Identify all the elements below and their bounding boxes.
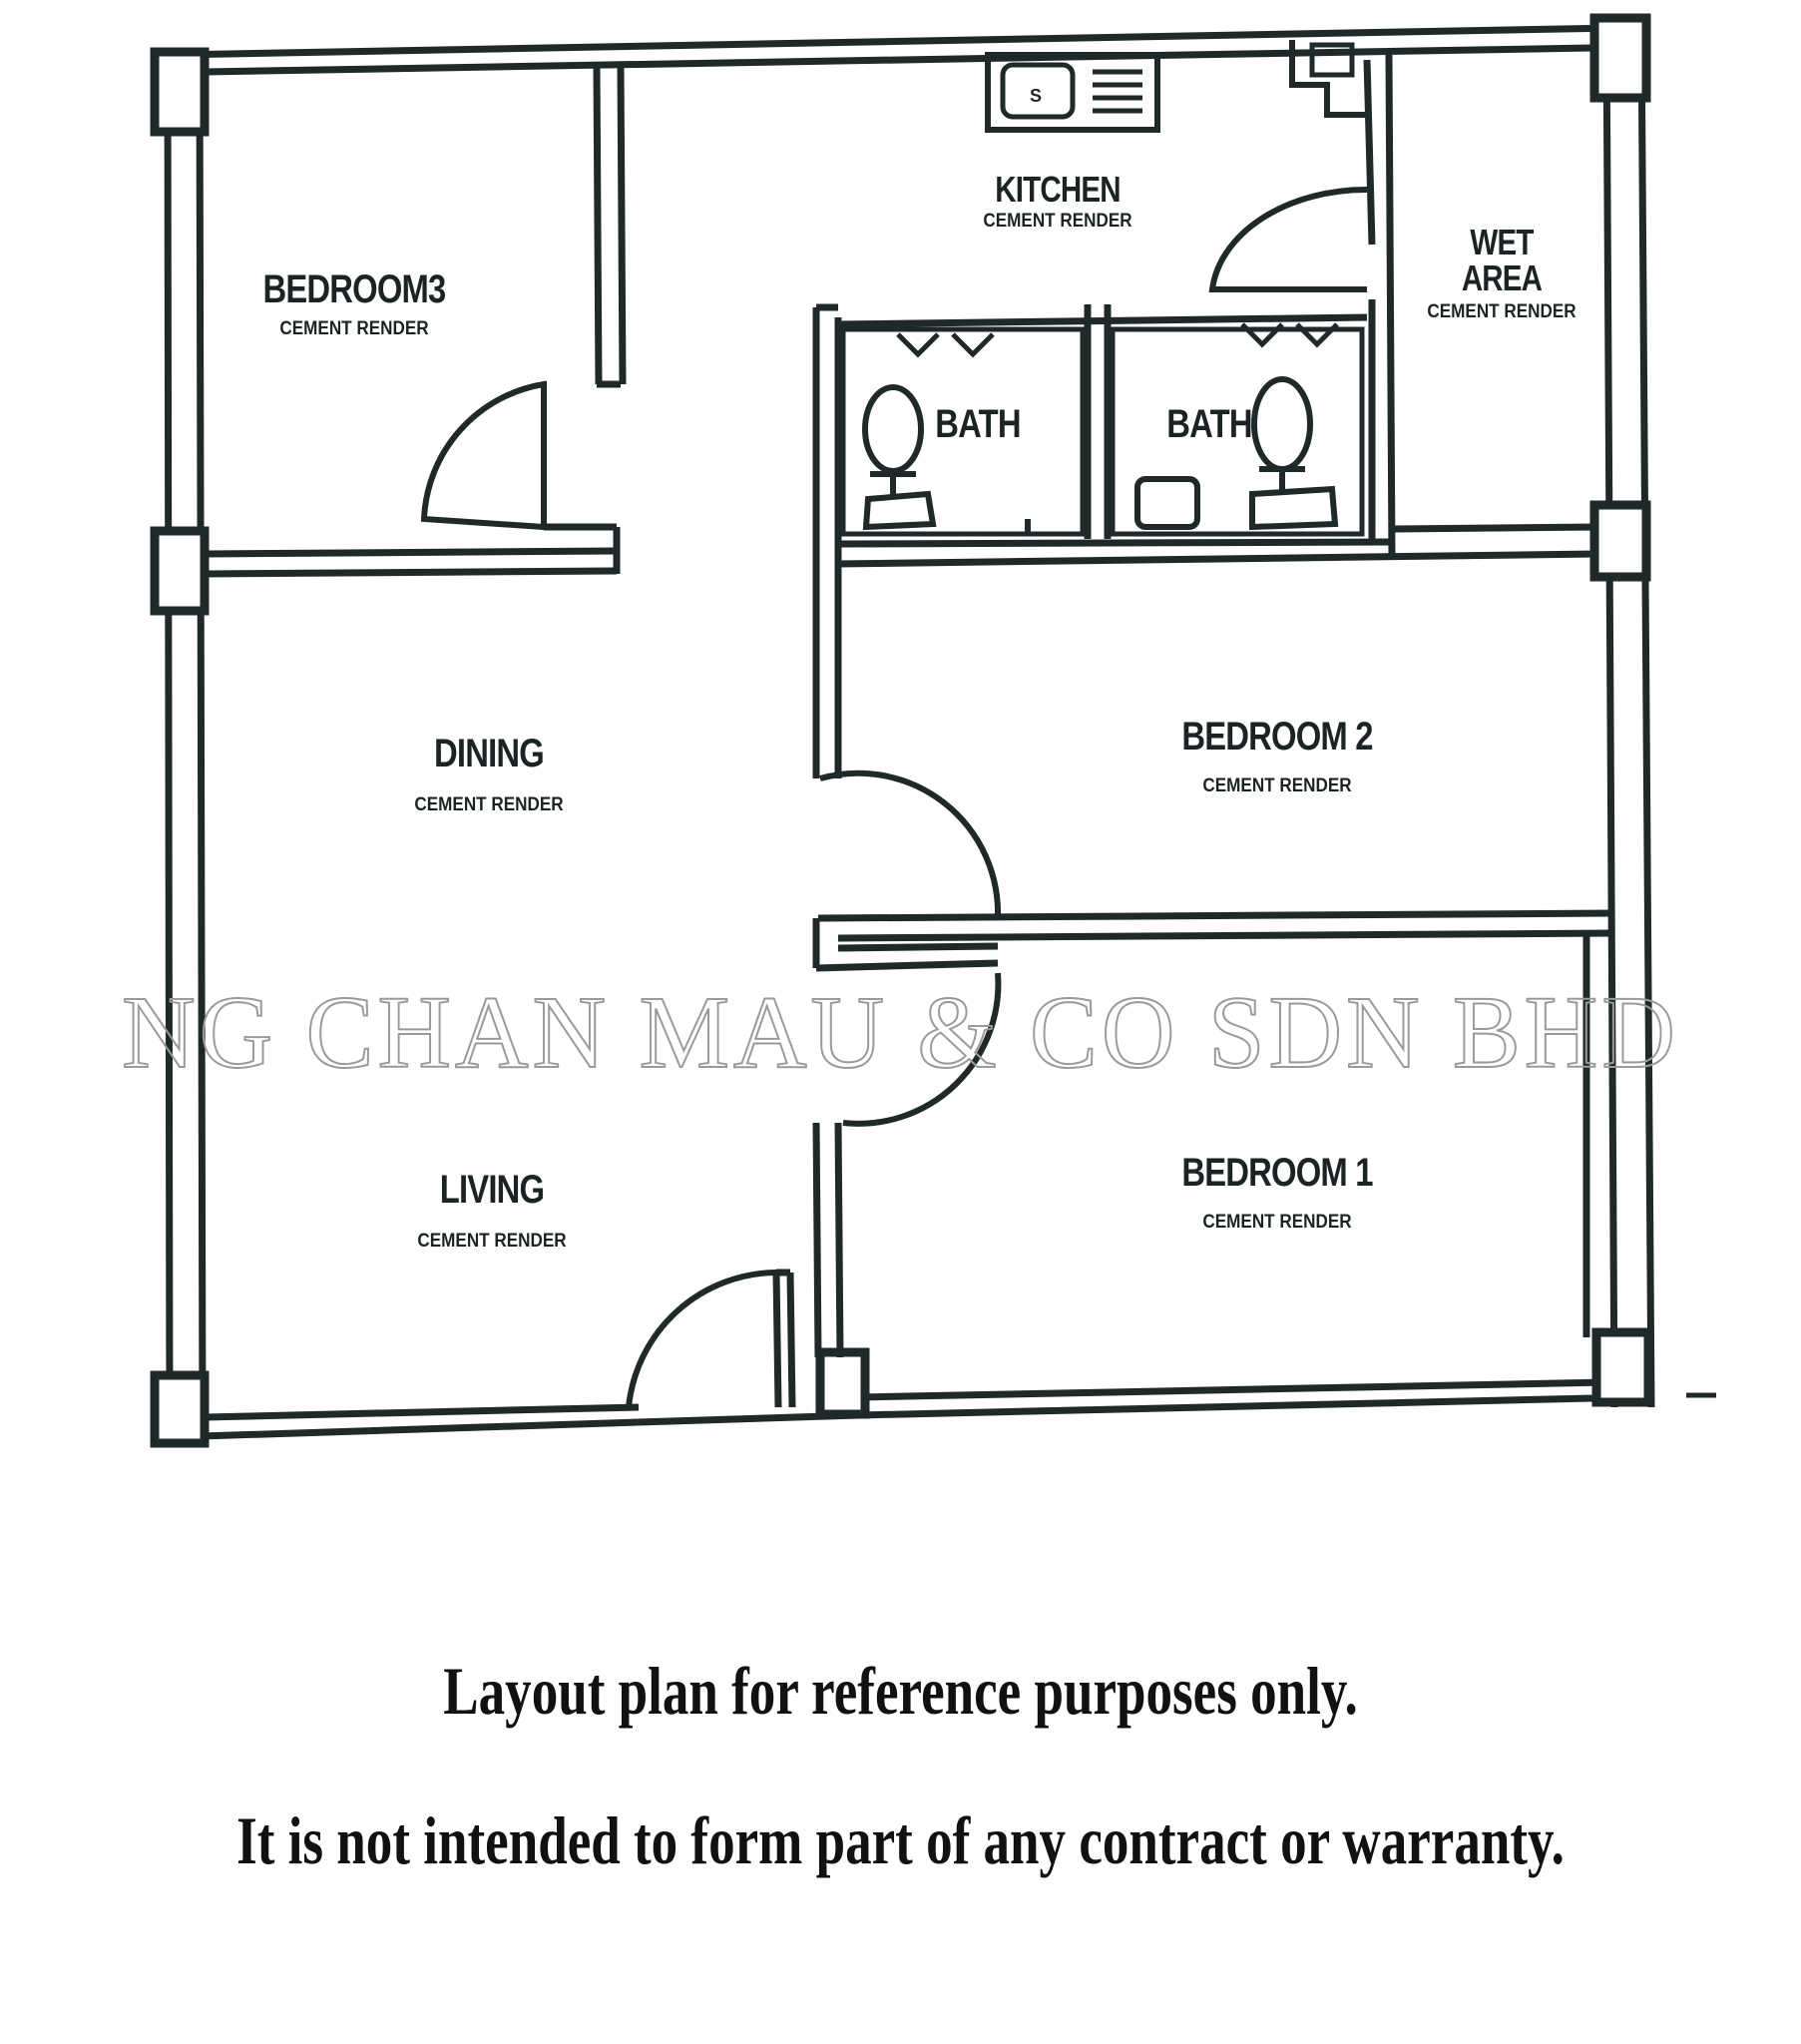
room-bath-left: BATH [926,404,1030,444]
room-kitchen: KITCHEN CEMENT RENDER [975,169,1140,232]
room-name: LIVING [439,1168,545,1212]
room-name: BEDROOM3 [262,267,447,311]
room-wet-area: WET AREA CEMENT RENDER [1419,222,1584,322]
room-name: KITCHEN [995,169,1121,210]
room-bedroom3: BEDROOM3 CEMENT RENDER [242,269,465,338]
room-finish: CEMENT RENDER [279,318,429,339]
room-name-line2: AREA [1461,257,1543,298]
doors [420,186,1368,1408]
room-name: BEDROOM 2 [1181,715,1373,759]
columns [150,13,1653,1448]
door-kitchen-wetarea [1208,186,1368,292]
door-bedroom2 [819,769,1002,917]
room-bedroom1: BEDROOM 1 CEMENT RENDER [1160,1153,1393,1232]
room-name: BEDROOM 1 [1181,1151,1373,1195]
room-finish: CEMENT RENDER [1202,1212,1352,1233]
door-bedroom3 [420,380,547,531]
room-name-line1: WET [1470,222,1534,262]
bath-fixtures [862,322,1339,534]
room-name: BATH [1166,402,1252,446]
door-main-entry [626,1270,777,1408]
sink-label: S [1030,86,1042,106]
interior-walls [204,54,1612,1408]
room-name: DINING [434,732,545,775]
room-living: LIVING CEMENT RENDER [409,1170,575,1251]
room-finish: CEMENT RENDER [414,794,564,815]
room-dining: DINING CEMENT RENDER [406,734,572,814]
door-bedroom1 [842,972,1002,1127]
outer-walls [164,24,1716,1441]
room-finish: CEMENT RENDER [983,211,1132,232]
room-bedroom2: BEDROOM 2 CEMENT RENDER [1160,717,1393,795]
company-watermark: NG CHAN MAU & CO SDN BHD [121,974,1679,1091]
disclaimer-line-1: Layout plan for reference purposes only. [443,1653,1358,1729]
room-name: BATH [935,402,1021,446]
room-finish: CEMENT RENDER [1202,775,1352,796]
disclaimer-line-2: It is not intended to form part of any c… [236,1802,1565,1878]
room-finish: CEMENT RENDER [1427,301,1576,322]
room-finish: CEMENT RENDER [417,1231,567,1252]
room-bath-right: BATH [1157,404,1261,444]
kitchen-fixtures: S [985,40,1367,133]
